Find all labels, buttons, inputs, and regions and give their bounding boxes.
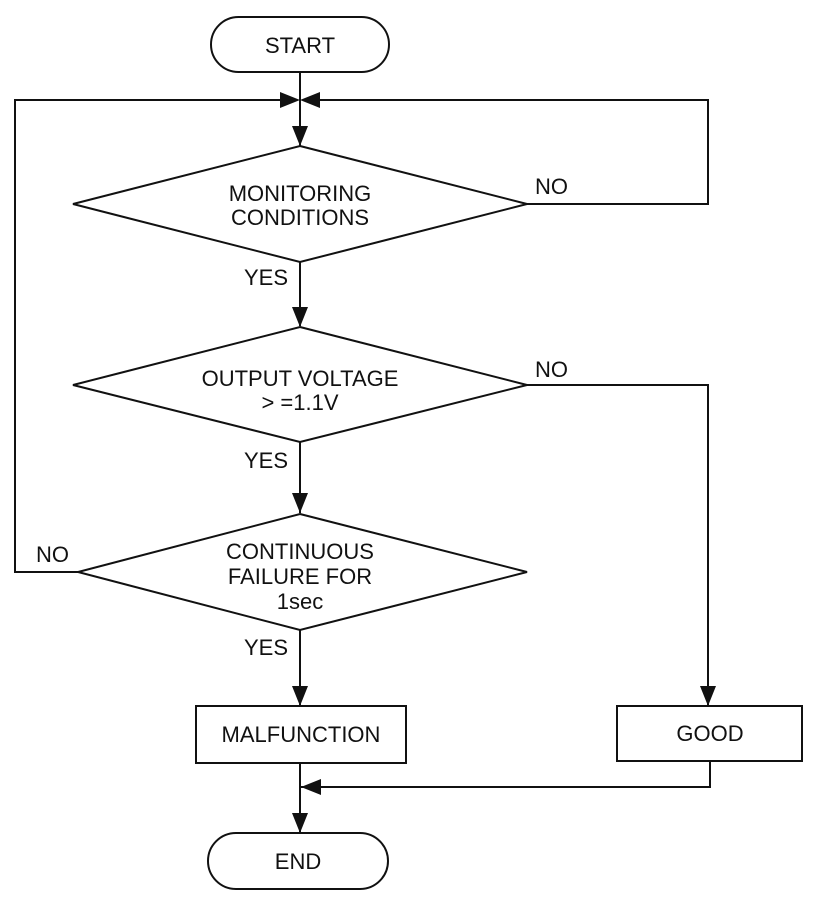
- monitoring-yes-label: YES: [244, 265, 288, 290]
- decision-output-voltage: [72, 325, 528, 444]
- good-box: [616, 705, 803, 762]
- good-label: GOOD: [676, 721, 743, 746]
- connector-good-to-end: [300, 761, 711, 788]
- monitoring-label-line1: MONITORING: [229, 181, 372, 206]
- arrowhead-to-monitoring: [292, 126, 308, 146]
- connector-failure-no-loop: [14, 99, 290, 573]
- arrowhead-to-failure: [292, 493, 308, 513]
- arrowhead-good-merge: [301, 779, 321, 795]
- malfunction-label: MALFUNCTION: [222, 722, 381, 747]
- start-terminal: [210, 16, 390, 73]
- monitoring-no-label: NO: [535, 174, 568, 199]
- failure-no-label: NO: [36, 542, 69, 567]
- arrowhead-to-good: [700, 686, 716, 706]
- arrowhead-to-voltage: [292, 307, 308, 327]
- start-label: START: [265, 33, 335, 58]
- connector-monitoring-no-loop: [310, 99, 709, 205]
- voltage-label-line2: > =1.1V: [261, 390, 338, 415]
- failure-label-line1: CONTINUOUS: [226, 539, 374, 564]
- end-terminal: [207, 832, 389, 890]
- malfunction-box: [195, 705, 407, 764]
- failure-label-line3: 1sec: [277, 589, 323, 614]
- failure-yes-label: YES: [244, 635, 288, 660]
- end-label: END: [275, 849, 321, 874]
- monitoring-label-line2: CONDITIONS: [231, 205, 369, 230]
- voltage-yes-label: YES: [244, 448, 288, 473]
- arrowhead-left-into-merge: [280, 92, 300, 108]
- decision-monitoring-conditions: [72, 144, 528, 264]
- decision-continuous-failure: [74, 512, 528, 632]
- arrowhead-to-malfunction: [292, 686, 308, 706]
- voltage-label-line1: OUTPUT VOLTAGE: [202, 366, 399, 391]
- failure-label-line2: FAILURE FOR: [228, 564, 372, 589]
- connector-voltage-no: [527, 384, 709, 706]
- arrowhead-right-into-merge: [300, 92, 320, 108]
- arrowhead-to-end: [292, 813, 308, 833]
- voltage-no-label: NO: [535, 357, 568, 382]
